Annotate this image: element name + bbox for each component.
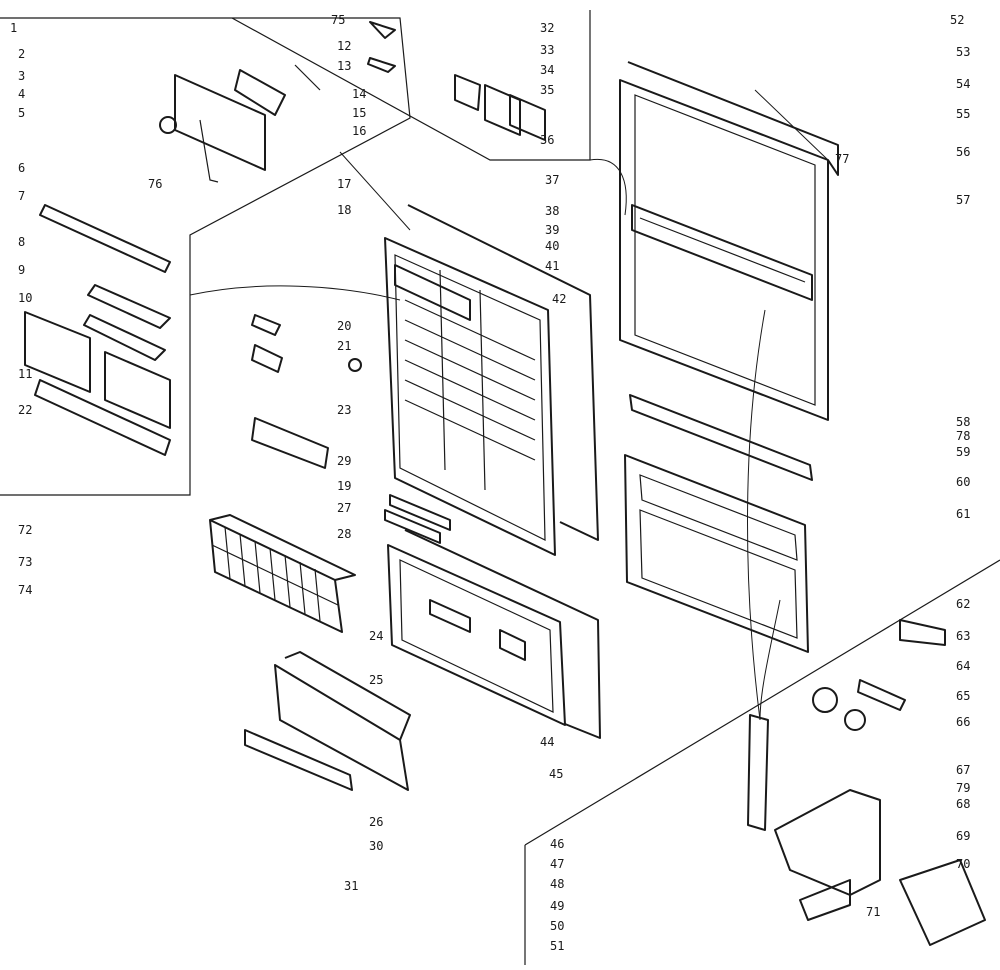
callout-19: 19 — [337, 479, 351, 493]
part-number-callouts: 1 2 3 4 5 6 7 8 9 10 11 12 13 14 15 16 1… — [10, 13, 970, 953]
callout-10: 10 — [18, 291, 32, 305]
callout-52: 52 — [950, 13, 964, 27]
callout-26: 26 — [369, 815, 383, 829]
callout-39: 39 — [545, 223, 559, 237]
callout-50: 50 — [550, 919, 564, 933]
callout-78: 78 — [956, 429, 970, 443]
callout-17: 17 — [337, 177, 351, 191]
callout-3: 3 — [18, 69, 25, 83]
callout-70: 70 — [956, 857, 970, 871]
callout-21: 21 — [337, 339, 351, 353]
callout-59: 59 — [956, 445, 970, 459]
callout-66: 66 — [956, 715, 970, 729]
callout-45: 45 — [549, 767, 563, 781]
callout-65: 65 — [956, 689, 970, 703]
callout-67: 67 — [956, 763, 970, 777]
callout-75: 75 — [331, 13, 345, 27]
callout-32: 32 — [540, 21, 554, 35]
callout-7: 7 — [18, 189, 25, 203]
fresh-food-door — [619, 61, 839, 421]
callout-24: 24 — [369, 629, 383, 643]
callout-49: 49 — [550, 899, 564, 913]
callout-18: 18 — [337, 203, 351, 217]
callout-33: 33 — [540, 43, 554, 57]
callout-79: 79 — [956, 781, 970, 795]
upper-door-assembly — [384, 204, 599, 556]
callout-57: 57 — [956, 193, 970, 207]
small-bins — [251, 314, 451, 544]
callout-36: 36 — [540, 133, 554, 147]
callout-51: 51 — [550, 939, 564, 953]
leader-lines — [189, 89, 829, 721]
lower-right-door — [624, 454, 809, 653]
callout-20: 20 — [337, 319, 351, 333]
lower-right-inset-outline — [524, 559, 1000, 965]
top-hinge-inset-outline — [231, 10, 591, 161]
callout-41: 41 — [545, 259, 559, 273]
callout-58: 58 — [956, 415, 970, 429]
callout-13: 13 — [337, 59, 351, 73]
callout-25: 25 — [369, 673, 383, 687]
callout-47: 47 — [550, 857, 564, 871]
callout-38: 38 — [545, 204, 559, 218]
lower-door-assembly — [387, 529, 601, 739]
callout-31: 31 — [344, 879, 358, 893]
callout-23: 23 — [337, 403, 351, 417]
callout-22: 22 — [18, 403, 32, 417]
wire-basket — [209, 514, 356, 633]
callout-60: 60 — [956, 475, 970, 489]
callout-34: 34 — [540, 63, 554, 77]
callout-71: 71 — [866, 905, 880, 919]
callout-46: 46 — [550, 837, 564, 851]
upper-left-inset-outline — [0, 17, 411, 496]
callout-16: 16 — [352, 124, 366, 138]
top-hinge-parts — [367, 21, 546, 141]
callout-48: 48 — [550, 877, 564, 891]
callout-72: 72 — [18, 523, 32, 537]
callout-15: 15 — [352, 106, 366, 120]
callout-42: 42 — [552, 292, 566, 306]
callout-1: 1 — [10, 21, 17, 35]
callout-40: 40 — [545, 239, 559, 253]
callout-5: 5 — [18, 106, 25, 120]
callout-6: 6 — [18, 161, 25, 175]
callout-30: 30 — [369, 839, 383, 853]
callout-11: 11 — [18, 367, 32, 381]
callout-8: 8 — [18, 235, 25, 249]
callout-68: 68 — [956, 797, 970, 811]
callout-14: 14 — [352, 87, 366, 101]
ice-bin — [244, 651, 411, 791]
callout-12: 12 — [337, 39, 351, 53]
callout-44: 44 — [540, 735, 554, 749]
callout-62: 62 — [956, 597, 970, 611]
callout-35: 35 — [540, 83, 554, 97]
callout-69: 69 — [956, 829, 970, 843]
callout-77: 77 — [835, 152, 849, 166]
callout-76: 76 — [148, 177, 162, 191]
callout-61: 61 — [956, 507, 970, 521]
lower-right-parts — [747, 619, 986, 946]
callout-53: 53 — [956, 45, 970, 59]
callout-9: 9 — [18, 263, 25, 277]
callout-2: 2 — [18, 47, 25, 61]
upper-left-parts — [24, 64, 321, 456]
callout-73: 73 — [18, 555, 32, 569]
callout-55: 55 — [956, 107, 970, 121]
callout-64: 64 — [956, 659, 970, 673]
callout-27: 27 — [337, 501, 351, 515]
callout-28: 28 — [337, 527, 351, 541]
callout-37: 37 — [545, 173, 559, 187]
callout-29: 29 — [337, 454, 351, 468]
callout-74: 74 — [18, 583, 32, 597]
callout-54: 54 — [956, 77, 970, 91]
callout-4: 4 — [18, 87, 25, 101]
callout-63: 63 — [956, 629, 970, 643]
callout-56: 56 — [956, 145, 970, 159]
